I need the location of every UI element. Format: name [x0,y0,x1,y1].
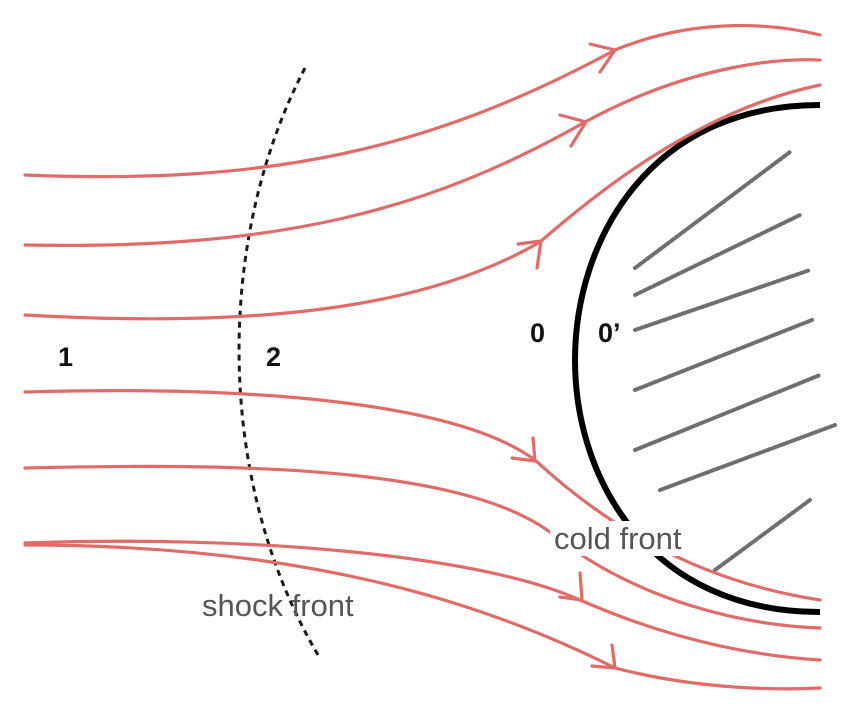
flow-arrowhead [590,643,617,670]
shock-front-line [237,67,320,656]
flow-arrowhead [510,436,537,463]
hatch-line [658,423,837,492]
flow-arrowhead [516,239,543,270]
hatch-line [633,373,822,452]
hatch-line [633,268,812,332]
region-1-label: 1 [58,342,74,372]
flow-lines [23,23,822,691]
flow-line [23,58,822,247]
cold-front-caption: cold front [550,521,686,556]
flow-line [23,539,822,662]
flow-line [23,83,822,321]
hatch-line [713,498,812,572]
flow-line [23,464,822,630]
flow-line [23,543,822,691]
flow-arrowhead [588,42,617,74]
shock-front-caption: shock front [202,588,354,623]
hatch-line [633,318,814,392]
region-2-label: 2 [266,342,282,372]
cold-front-boundary [571,102,821,615]
hatch-line [633,213,802,297]
cold-cloud [571,102,837,615]
flow-arrowhead [558,571,584,602]
flow-line [23,389,822,602]
region-0-prime-label: 0’ [598,318,621,348]
flow-line [23,23,822,179]
flow-arrowhead [558,113,588,148]
region-0-label: 0 [530,318,546,348]
hatch-line [633,150,792,270]
